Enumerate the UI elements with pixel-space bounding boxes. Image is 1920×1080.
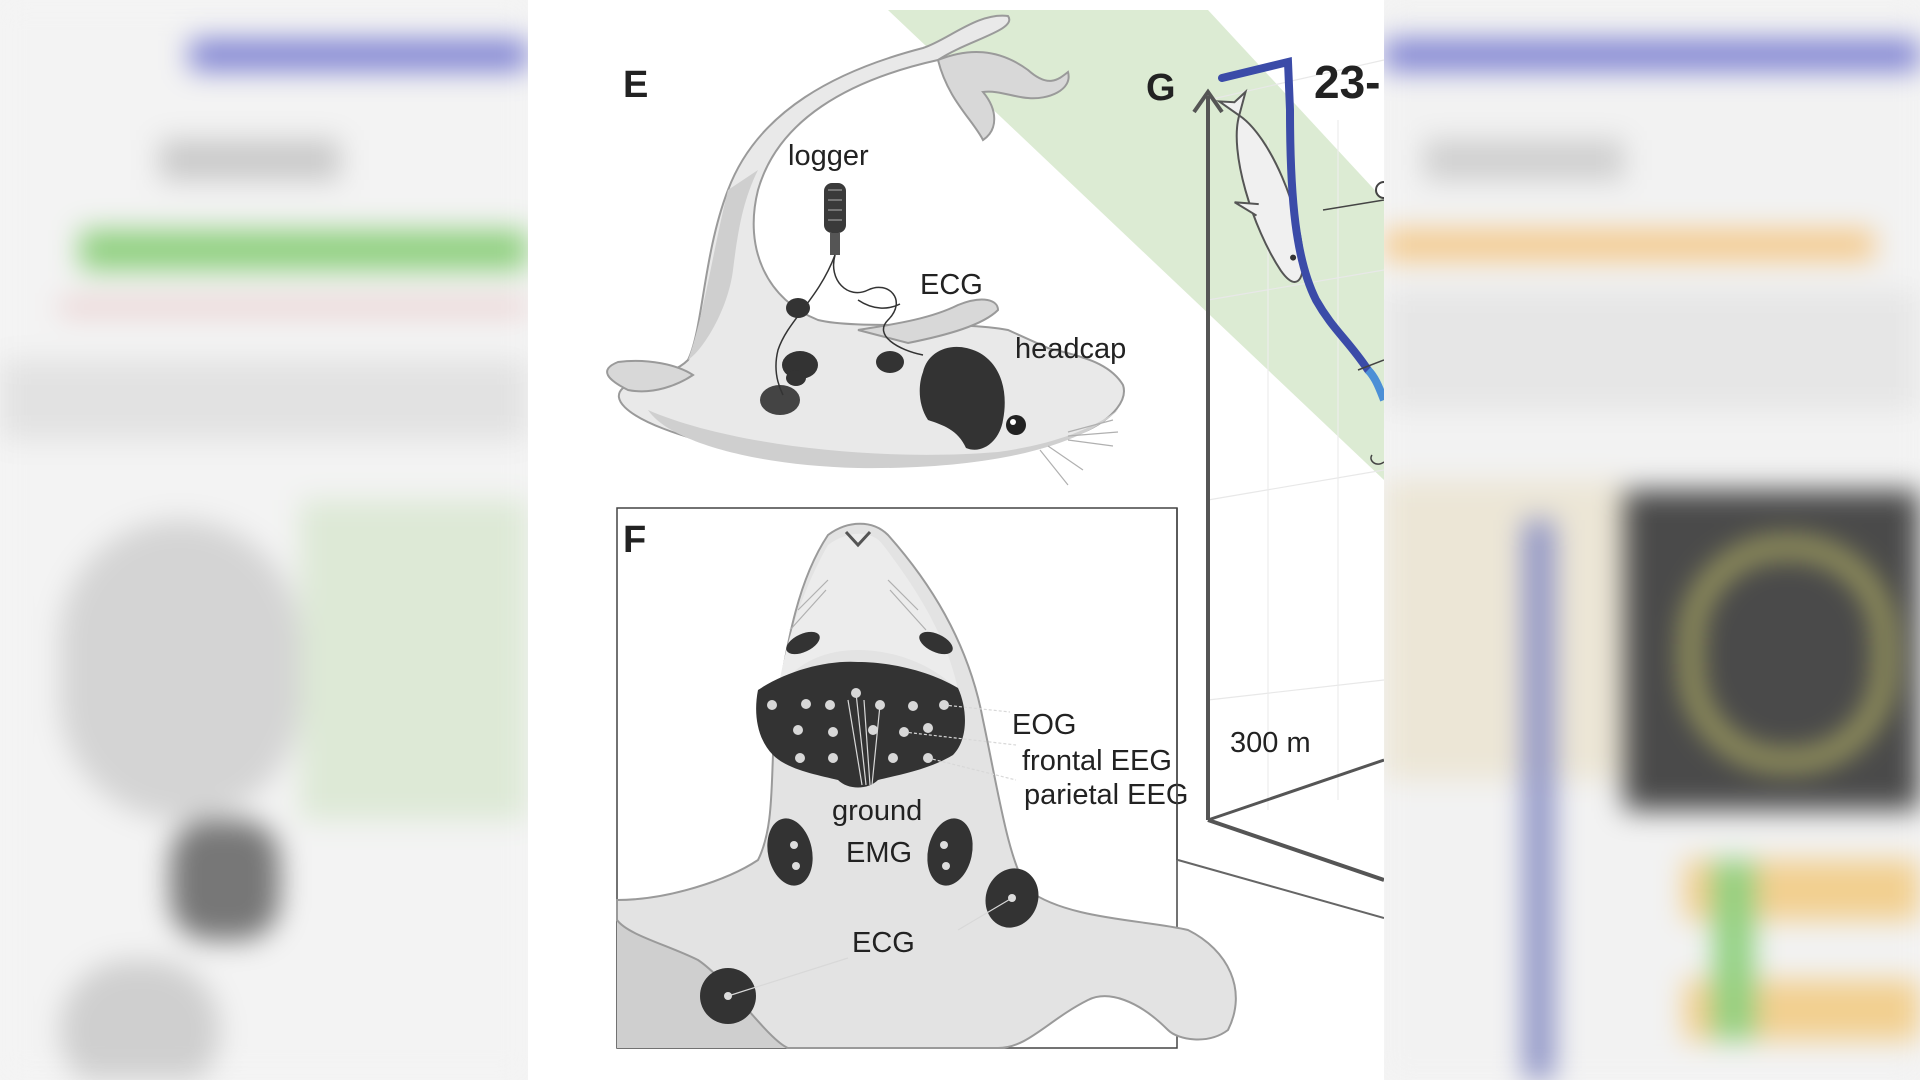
seal-figure-svg: E logger ECG headcap xyxy=(606,10,1384,1049)
label-headcap: headcap xyxy=(1015,333,1126,365)
label-ground: ground xyxy=(832,795,922,827)
panel-g-letter: G xyxy=(1146,67,1176,109)
label-depth-300m: 300 m xyxy=(1230,727,1311,759)
label-frontal-eeg: frontal EEG xyxy=(1022,745,1172,777)
label-eog: EOG xyxy=(1012,709,1076,741)
panel-e-letter: E xyxy=(623,64,648,106)
label-ecg-f: ECG xyxy=(852,927,915,959)
figure-panel: E logger ECG headcap xyxy=(528,0,1384,1080)
blurred-background-right xyxy=(1384,0,1920,1080)
label-ecg-e: ECG xyxy=(920,269,983,301)
label-parietal-eeg: parietal EEG xyxy=(1024,779,1188,811)
panel-g-plot xyxy=(1176,56,1384,919)
panel-f-box xyxy=(616,507,1237,1049)
panel-e-illustration xyxy=(606,14,1125,486)
label-logger: logger xyxy=(788,140,869,172)
blurred-background-left xyxy=(0,0,528,1080)
panel-f-letter: F xyxy=(623,519,646,561)
panel-g-heading: 23- xyxy=(1314,56,1380,108)
green-shading xyxy=(888,10,1384,480)
label-emg: EMG xyxy=(846,837,912,869)
